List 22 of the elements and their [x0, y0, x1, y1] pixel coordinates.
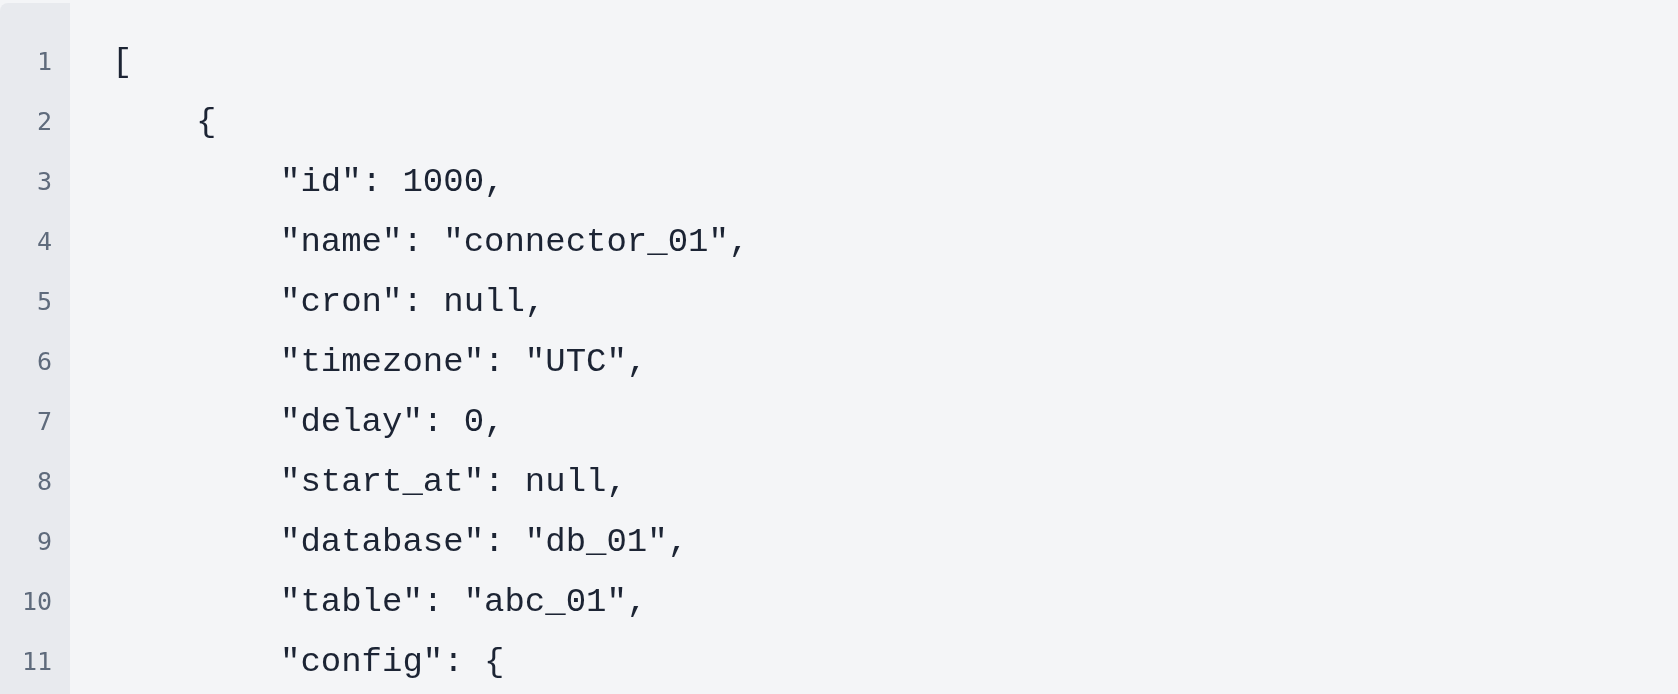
code-line: "timezone": "UTC",	[280, 342, 648, 382]
code-line: "start_at": null,	[280, 462, 627, 502]
line-number: 2	[35, 106, 52, 138]
line-number: 7	[35, 406, 52, 438]
code-line: "id": 1000,	[280, 162, 505, 202]
line-number: 3	[35, 166, 52, 198]
line-number: 10	[20, 586, 52, 618]
code-line: "delay": 0,	[280, 402, 505, 442]
line-number: 8	[35, 466, 52, 498]
line-number: 4	[35, 226, 52, 258]
line-number: 9	[35, 526, 52, 558]
code-line: "cron": null,	[280, 282, 546, 322]
code-line: "config": {	[280, 642, 505, 682]
code-line: [	[112, 42, 133, 82]
line-number: 1	[35, 46, 52, 78]
line-number: 11	[20, 646, 52, 678]
code-line: {	[196, 102, 217, 142]
line-number: 5	[35, 286, 52, 318]
line-number: 6	[35, 346, 52, 378]
code-line: "name": "connector_01",	[280, 222, 750, 262]
code-line: "table": "abc_01",	[280, 582, 648, 622]
code-line: "database": "db_01",	[280, 522, 689, 562]
